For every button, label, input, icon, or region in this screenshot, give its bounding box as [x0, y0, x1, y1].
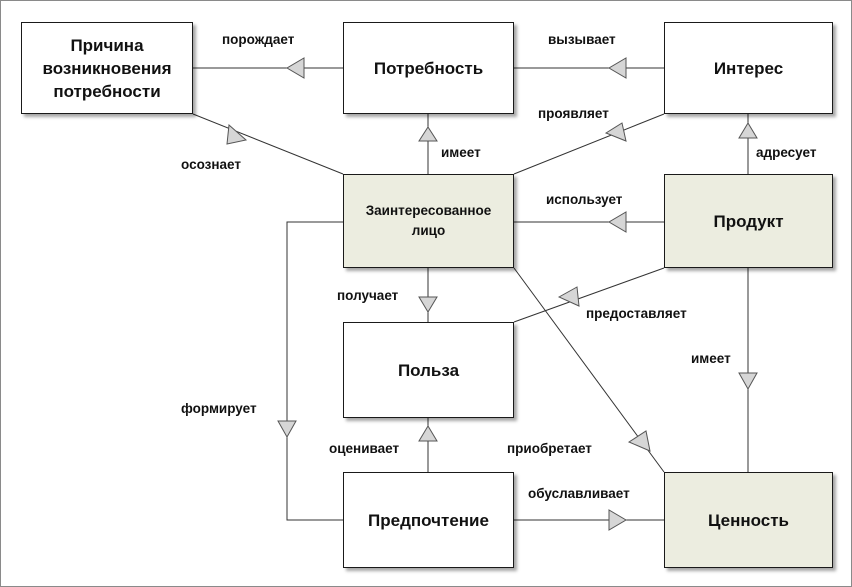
- arrow-realizes: [226, 123, 248, 145]
- node-benefit-label: Польза: [397, 360, 460, 380]
- arrow-addresses: [738, 122, 758, 139]
- node-stakeholder-label: Заинтересованное лицо: [365, 203, 492, 238]
- arrow-causes: [608, 57, 627, 79]
- arrow-determines: [608, 509, 627, 531]
- label-uses: использует: [546, 192, 623, 207]
- node-value: Ценность: [664, 472, 833, 568]
- label-determines: обуславливает: [528, 486, 630, 501]
- node-cause-label: Причина возникновения потребности: [42, 35, 172, 101]
- label-forms: формирует: [181, 401, 257, 416]
- label-has-value: имеет: [691, 351, 731, 366]
- label-manifests: проявляет: [538, 106, 609, 121]
- arrow-acquires: [627, 430, 651, 452]
- node-cause: Причина возникновения потребности: [21, 22, 193, 114]
- node-interest: Интерес: [664, 22, 833, 114]
- label-receives: получает: [337, 288, 399, 303]
- arrow-forms: [277, 420, 297, 439]
- label-has-need: имеет: [441, 145, 481, 160]
- arrow-generates: [286, 57, 305, 79]
- connector-stakeholder-cause: [192, 113, 344, 175]
- node-interest-label: Интерес: [713, 58, 784, 78]
- node-value-label: Ценность: [707, 510, 789, 530]
- node-preference: Предпочтение: [343, 472, 514, 568]
- label-acquires: приобретает: [507, 441, 592, 456]
- node-benefit: Польза: [343, 322, 514, 418]
- label-addresses: адресует: [756, 145, 817, 160]
- label-generates: порождает: [222, 32, 295, 47]
- arrow-manifests: [604, 122, 627, 142]
- connector-product-benefit: [513, 267, 665, 323]
- arrow-evaluates: [418, 425, 438, 442]
- node-preference-label: Предпочтение: [368, 510, 489, 530]
- arrow-uses: [608, 211, 627, 233]
- node-stakeholder: Заинтересованное лицо: [343, 174, 514, 268]
- label-realizes: осознает: [181, 157, 241, 172]
- arrow-provides: [557, 286, 580, 307]
- arrow-has-value: [738, 372, 758, 391]
- connector-stakeholder-preference: [286, 221, 343, 521]
- arrow-receives: [418, 296, 438, 313]
- label-causes: вызывает: [548, 32, 616, 47]
- node-need: Потребность: [343, 22, 514, 114]
- arrow-has-need: [418, 126, 438, 142]
- node-need-label: Потребность: [373, 58, 484, 78]
- label-evaluates: оценивает: [329, 441, 400, 456]
- node-product: Продукт: [664, 174, 833, 268]
- node-product-label: Продукт: [713, 211, 784, 231]
- label-provides: предоставляет: [586, 306, 687, 321]
- connector-stakeholder-interest: [513, 113, 665, 175]
